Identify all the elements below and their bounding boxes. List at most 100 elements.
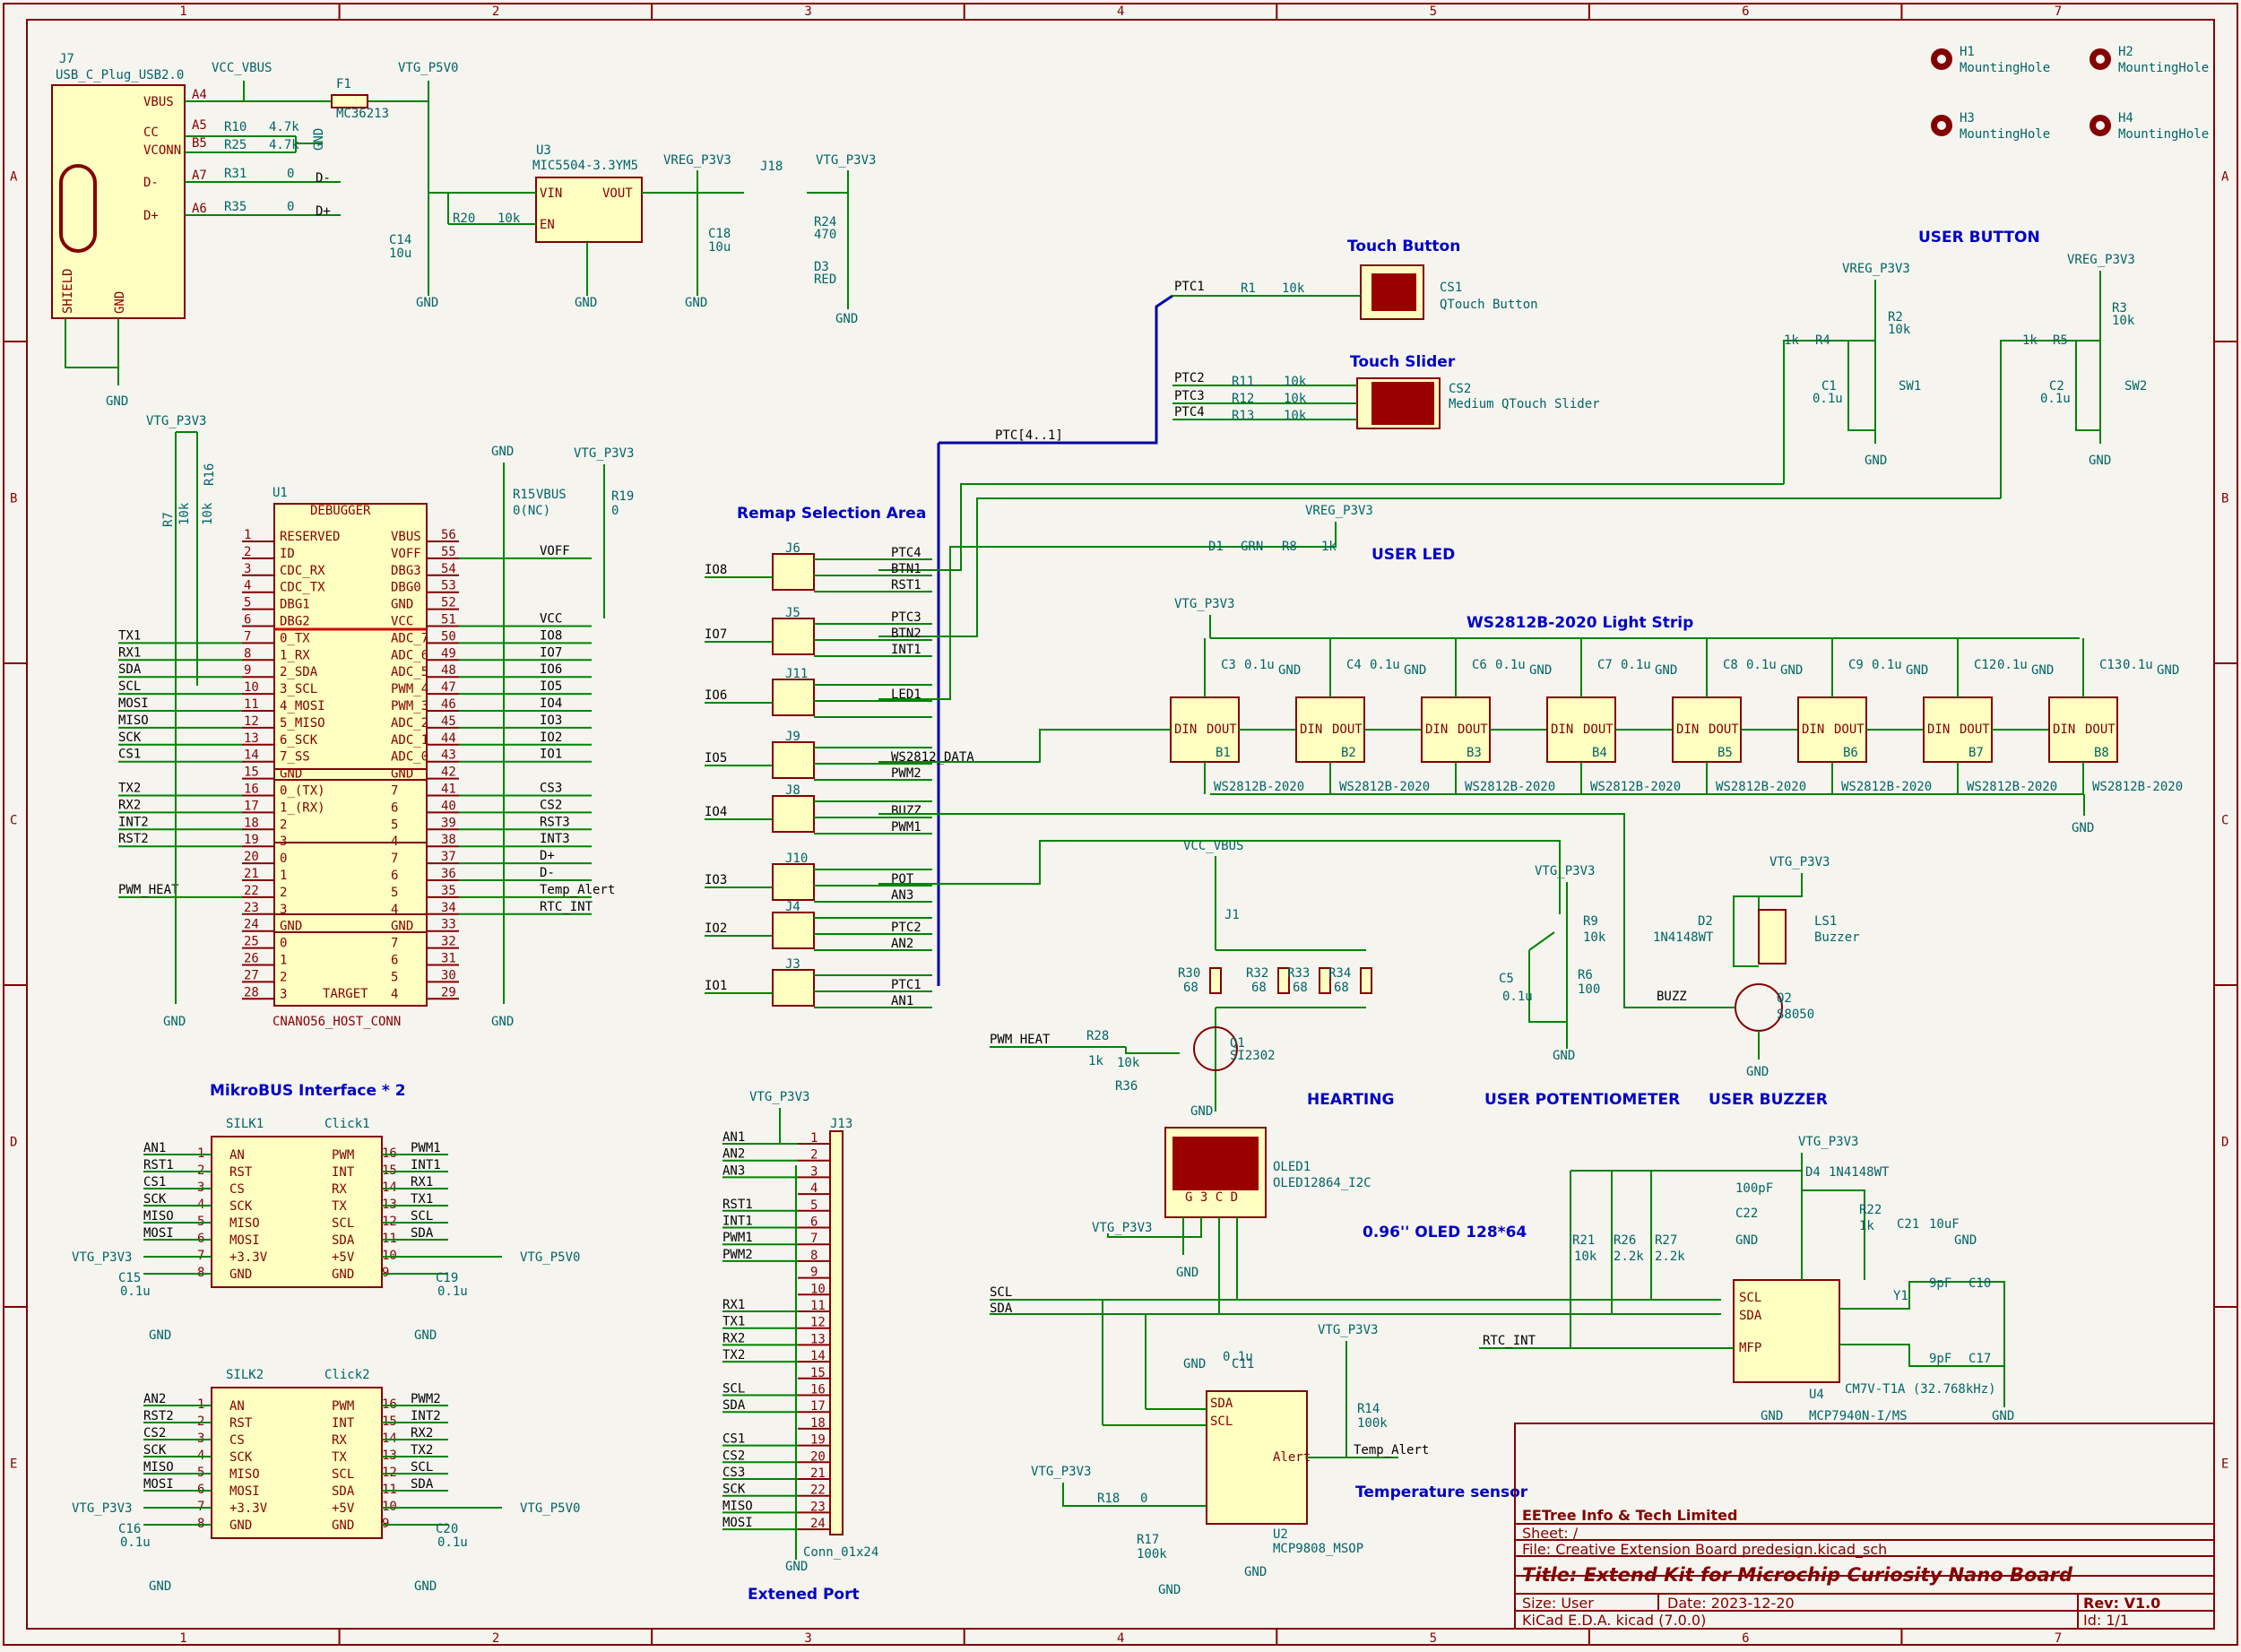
svg-text:DIN: DIN [1802,722,1824,737]
svg-text:ID: ID [280,547,295,561]
svg-text:VTG_P3V3: VTG_P3V3 [1798,1135,1858,1149]
svg-text:18: 18 [244,816,259,830]
svg-text:13: 13 [810,1332,826,1346]
svg-text:6_SCK: 6_SCK [280,733,318,748]
svg-text:CS2: CS2 [143,1426,166,1440]
svg-text:U3: U3 [536,143,551,158]
svg-text:SCL: SCL [990,1285,1012,1300]
svg-text:CNANO56_HOST_CONN: CNANO56_HOST_CONN [273,1015,401,1029]
svg-text:68: 68 [1251,981,1267,995]
svg-text:R6: R6 [1578,968,1593,982]
svg-text:10k: 10k [1574,1250,1597,1264]
tool-label: KiCad E.D.A. kicad (7.0.0) [1522,1612,1706,1629]
svg-text:H1: H1 [1960,45,1975,59]
svg-text:+5V: +5V [332,1250,355,1265]
svg-text:68: 68 [1183,981,1198,995]
col-mark: 5 [1430,4,1437,19]
svg-text:J11: J11 [785,667,808,681]
svg-text:15: 15 [810,1366,826,1380]
svg-text:R16: R16 [203,463,217,486]
svg-text:CS1: CS1 [143,1175,166,1189]
u1-net-label: IO5 [540,679,562,694]
svg-text:6: 6 [391,800,398,815]
svg-text:J1: J1 [1224,908,1240,922]
svg-text:31: 31 [441,952,456,966]
svg-text:SDA: SDA [411,1477,434,1492]
svg-text:SDA: SDA [1739,1309,1762,1323]
svg-text:17: 17 [244,799,259,813]
remap-net-label: PTC1 [891,978,921,992]
svg-text:GND: GND [1244,1565,1267,1579]
svg-text:GND: GND [149,1579,171,1594]
svg-text:GND: GND [280,767,302,782]
row-mark: D [2221,1136,2228,1150]
svg-text:R9: R9 [1583,914,1598,929]
u1-net-label: SCK [118,731,142,745]
svg-text:20: 20 [244,850,259,864]
j13-net-label: MISO [722,1499,753,1513]
svg-text:29: 29 [441,985,456,999]
svg-text:37: 37 [441,850,456,864]
j13-net-label: TX1 [722,1315,745,1329]
svg-text:0.1u: 0.1u [1813,392,1843,406]
svg-text:0.1u: 0.1u [1746,658,1777,672]
svg-text:0: 0 [280,937,287,951]
usb-pin-number: A7 [192,169,207,183]
svg-text:R32: R32 [1246,966,1268,981]
col-mark: 5 [1430,1631,1437,1646]
svg-text:Click1: Click1 [324,1117,370,1131]
svg-text:U2: U2 [1273,1527,1288,1542]
u1-net-label: IO3 [540,714,562,728]
svg-text:C12: C12 [1974,658,1996,672]
svg-text:Q2: Q2 [1777,991,1792,1006]
j13-net-label: CS3 [722,1466,745,1480]
svg-text:C11: C11 [1232,1357,1254,1371]
svg-text:100pF: 100pF [1735,1181,1773,1196]
u1-net-label: IO7 [540,645,562,660]
svg-text:3: 3 [280,903,287,917]
svg-text:GND: GND [1529,663,1552,678]
svg-text:10k: 10k [1888,323,1911,337]
svg-text:0: 0 [280,852,287,866]
svg-text:RX2: RX2 [411,1426,433,1440]
svg-text:Extened Port: Extened Port [748,1586,860,1604]
svg-text:9: 9 [244,663,251,678]
j13-net-label: AN3 [722,1163,745,1178]
svg-text:11: 11 [810,1299,826,1313]
svg-text:PTC[4..1]: PTC[4..1] [995,428,1063,443]
rtc-block: SCL SDA MFP VTG_P3V3 R21 10k R26 2.2k R2… [1479,1135,2014,1423]
svg-text:1k: 1k [1784,333,1799,348]
title-block: EETree Info & Tech Limited Sheet: / File… [1514,1423,2215,1630]
svg-text:SI2302: SI2302 [1230,1049,1276,1063]
svg-text:26: 26 [244,952,259,966]
svg-text:C13: C13 [2099,658,2122,672]
svg-text:RX1: RX1 [411,1175,433,1189]
svg-text:68: 68 [1293,981,1308,995]
svg-text:USER BUZZER: USER BUZZER [1709,1091,1828,1109]
svg-text:4: 4 [244,579,251,593]
svg-text:C8: C8 [1723,658,1738,672]
svg-text:RED: RED [814,272,836,287]
svg-text:F1: F1 [336,77,351,91]
svg-text:3: 3 [280,987,287,1001]
svg-text:H4: H4 [2118,111,2133,125]
j13-net-label: AN1 [722,1130,745,1145]
svg-text:GND: GND [575,296,597,310]
svg-text:Click2: Click2 [324,1368,370,1382]
svg-text:4: 4 [810,1181,818,1196]
svg-text:GND: GND [491,1015,514,1029]
svg-text:INT2: INT2 [411,1409,441,1423]
svg-text:SCK: SCK [143,1192,167,1207]
remap-block: Remap Selection Area J6IO8PTC4BTN1RST1J5… [705,505,974,1008]
svg-text:R21: R21 [1572,1233,1595,1248]
svg-text:GND: GND [1735,1233,1758,1248]
svg-text:VIN: VIN [540,186,562,201]
svg-text:PWM: PWM [332,1148,354,1163]
svg-text:GND: GND [332,1518,354,1533]
svg-text:MISO: MISO [229,1216,260,1231]
svg-text:5_MISO: 5_MISO [280,716,325,731]
svg-text:7: 7 [810,1232,818,1246]
svg-text:GND: GND [685,296,707,310]
